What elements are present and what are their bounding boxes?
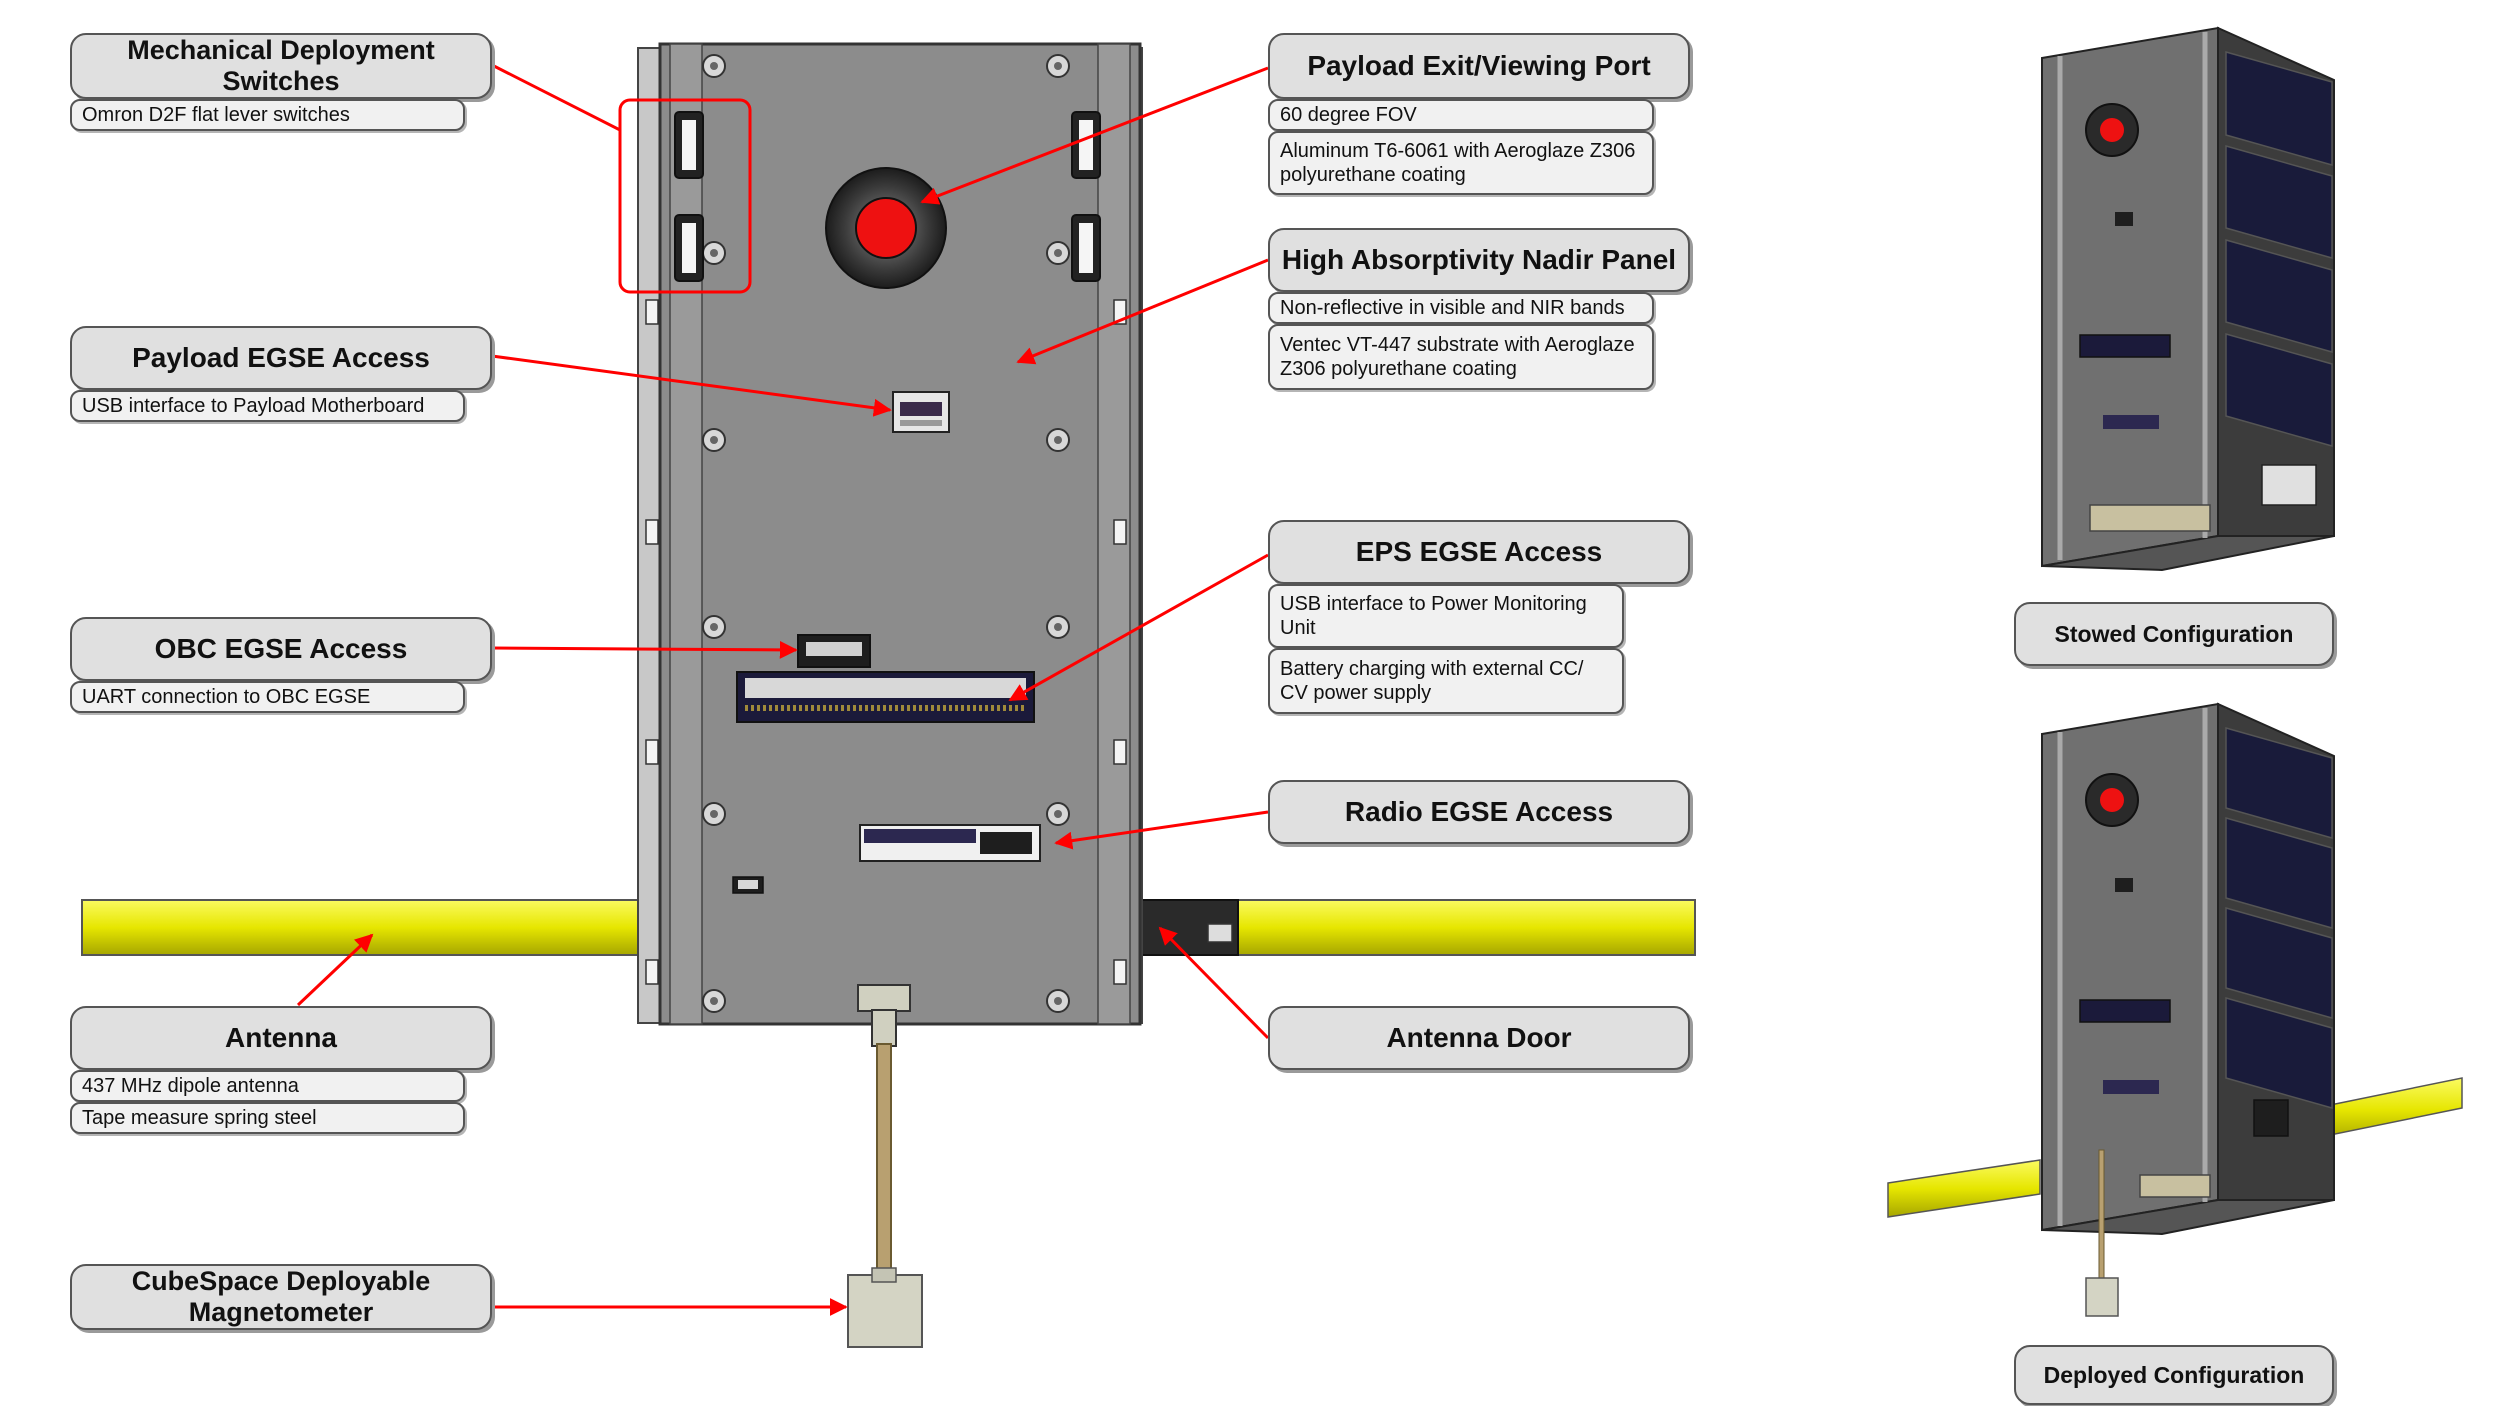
eps-egse-detail-2: Battery charging with external CC/ CV po… — [1268, 648, 1624, 714]
magnetometer-assembly — [847, 984, 923, 1348]
nadir-panel-detail-1: Non-reflective in visible and NIR bands — [1268, 292, 1654, 324]
radio-connector — [859, 824, 1041, 862]
stowed-config-label: Stowed Configuration — [2014, 602, 2334, 666]
arrow-antenna — [296, 933, 374, 1007]
switch-highlight-box — [618, 98, 752, 294]
deployed-view — [1887, 702, 2463, 1317]
stowed-view — [2041, 26, 2335, 572]
nadir-panel-detail-2: Ventec VT-447 substrate with Aeroglaze Z… — [1268, 324, 1654, 390]
payload-egse-detail-1: USB interface to Payload Motherboard — [70, 390, 465, 422]
arrow-antenna-door — [1158, 926, 1270, 1040]
deployment-switches — [674, 111, 1101, 282]
payload-port-detail-1: 60 degree FOV — [1268, 99, 1654, 131]
obc-egse-detail-1: UART connection to OBC EGSE — [70, 681, 465, 713]
payload-port-title: Payload Exit/Viewing Port — [1268, 33, 1690, 99]
obc-connector — [797, 634, 871, 668]
mech-switches-title: Mechanical Deployment Switches — [70, 33, 492, 99]
payload-egse-title: Payload EGSE Access — [70, 326, 492, 390]
eps-connector — [736, 671, 1035, 723]
eps-egse-title: EPS EGSE Access — [1268, 520, 1690, 584]
mech-switches-detail-1: Omron D2F flat lever switches — [70, 99, 465, 131]
arrow-payload-port — [920, 66, 1269, 205]
antenna-detail-2: Tape measure spring steel — [70, 1102, 465, 1134]
antenna-detail-1: 437 MHz dipole antenna — [70, 1070, 465, 1102]
arrow-obc-egse — [491, 640, 798, 659]
nadir-panel-title: High Absorptivity Nadir Panel — [1268, 228, 1690, 292]
eps-egse-detail-1: USB interface to Power Monitoring Unit — [1268, 584, 1624, 648]
payload-port — [825, 167, 947, 289]
arrow-mech-switches — [491, 63, 621, 132]
arrow-eps-egse — [1008, 553, 1269, 702]
arrow-nadir-panel — [1016, 258, 1269, 365]
payload-port-detail-2: Aluminum T6-6061 with Aeroglaze Z306 pol… — [1268, 131, 1654, 195]
satellite-main-view — [81, 42, 1696, 1348]
deployed-config-label: Deployed Configuration — [2014, 1345, 2334, 1405]
antenna-door-title: Antenna Door — [1268, 1006, 1690, 1070]
arrow-payload-egse — [491, 354, 892, 417]
payload-usb-connector — [892, 391, 950, 433]
magnetometer-title: CubeSpace Deployable Magnetometer — [70, 1264, 492, 1330]
leader-arrows — [296, 63, 1270, 1316]
radio-egse-title: Radio EGSE Access — [1268, 780, 1690, 844]
antenna-title: Antenna — [70, 1006, 492, 1070]
antenna-left — [81, 899, 653, 956]
arrow-radio-egse — [1054, 810, 1269, 850]
obc-egse-title: OBC EGSE Access — [70, 617, 492, 681]
